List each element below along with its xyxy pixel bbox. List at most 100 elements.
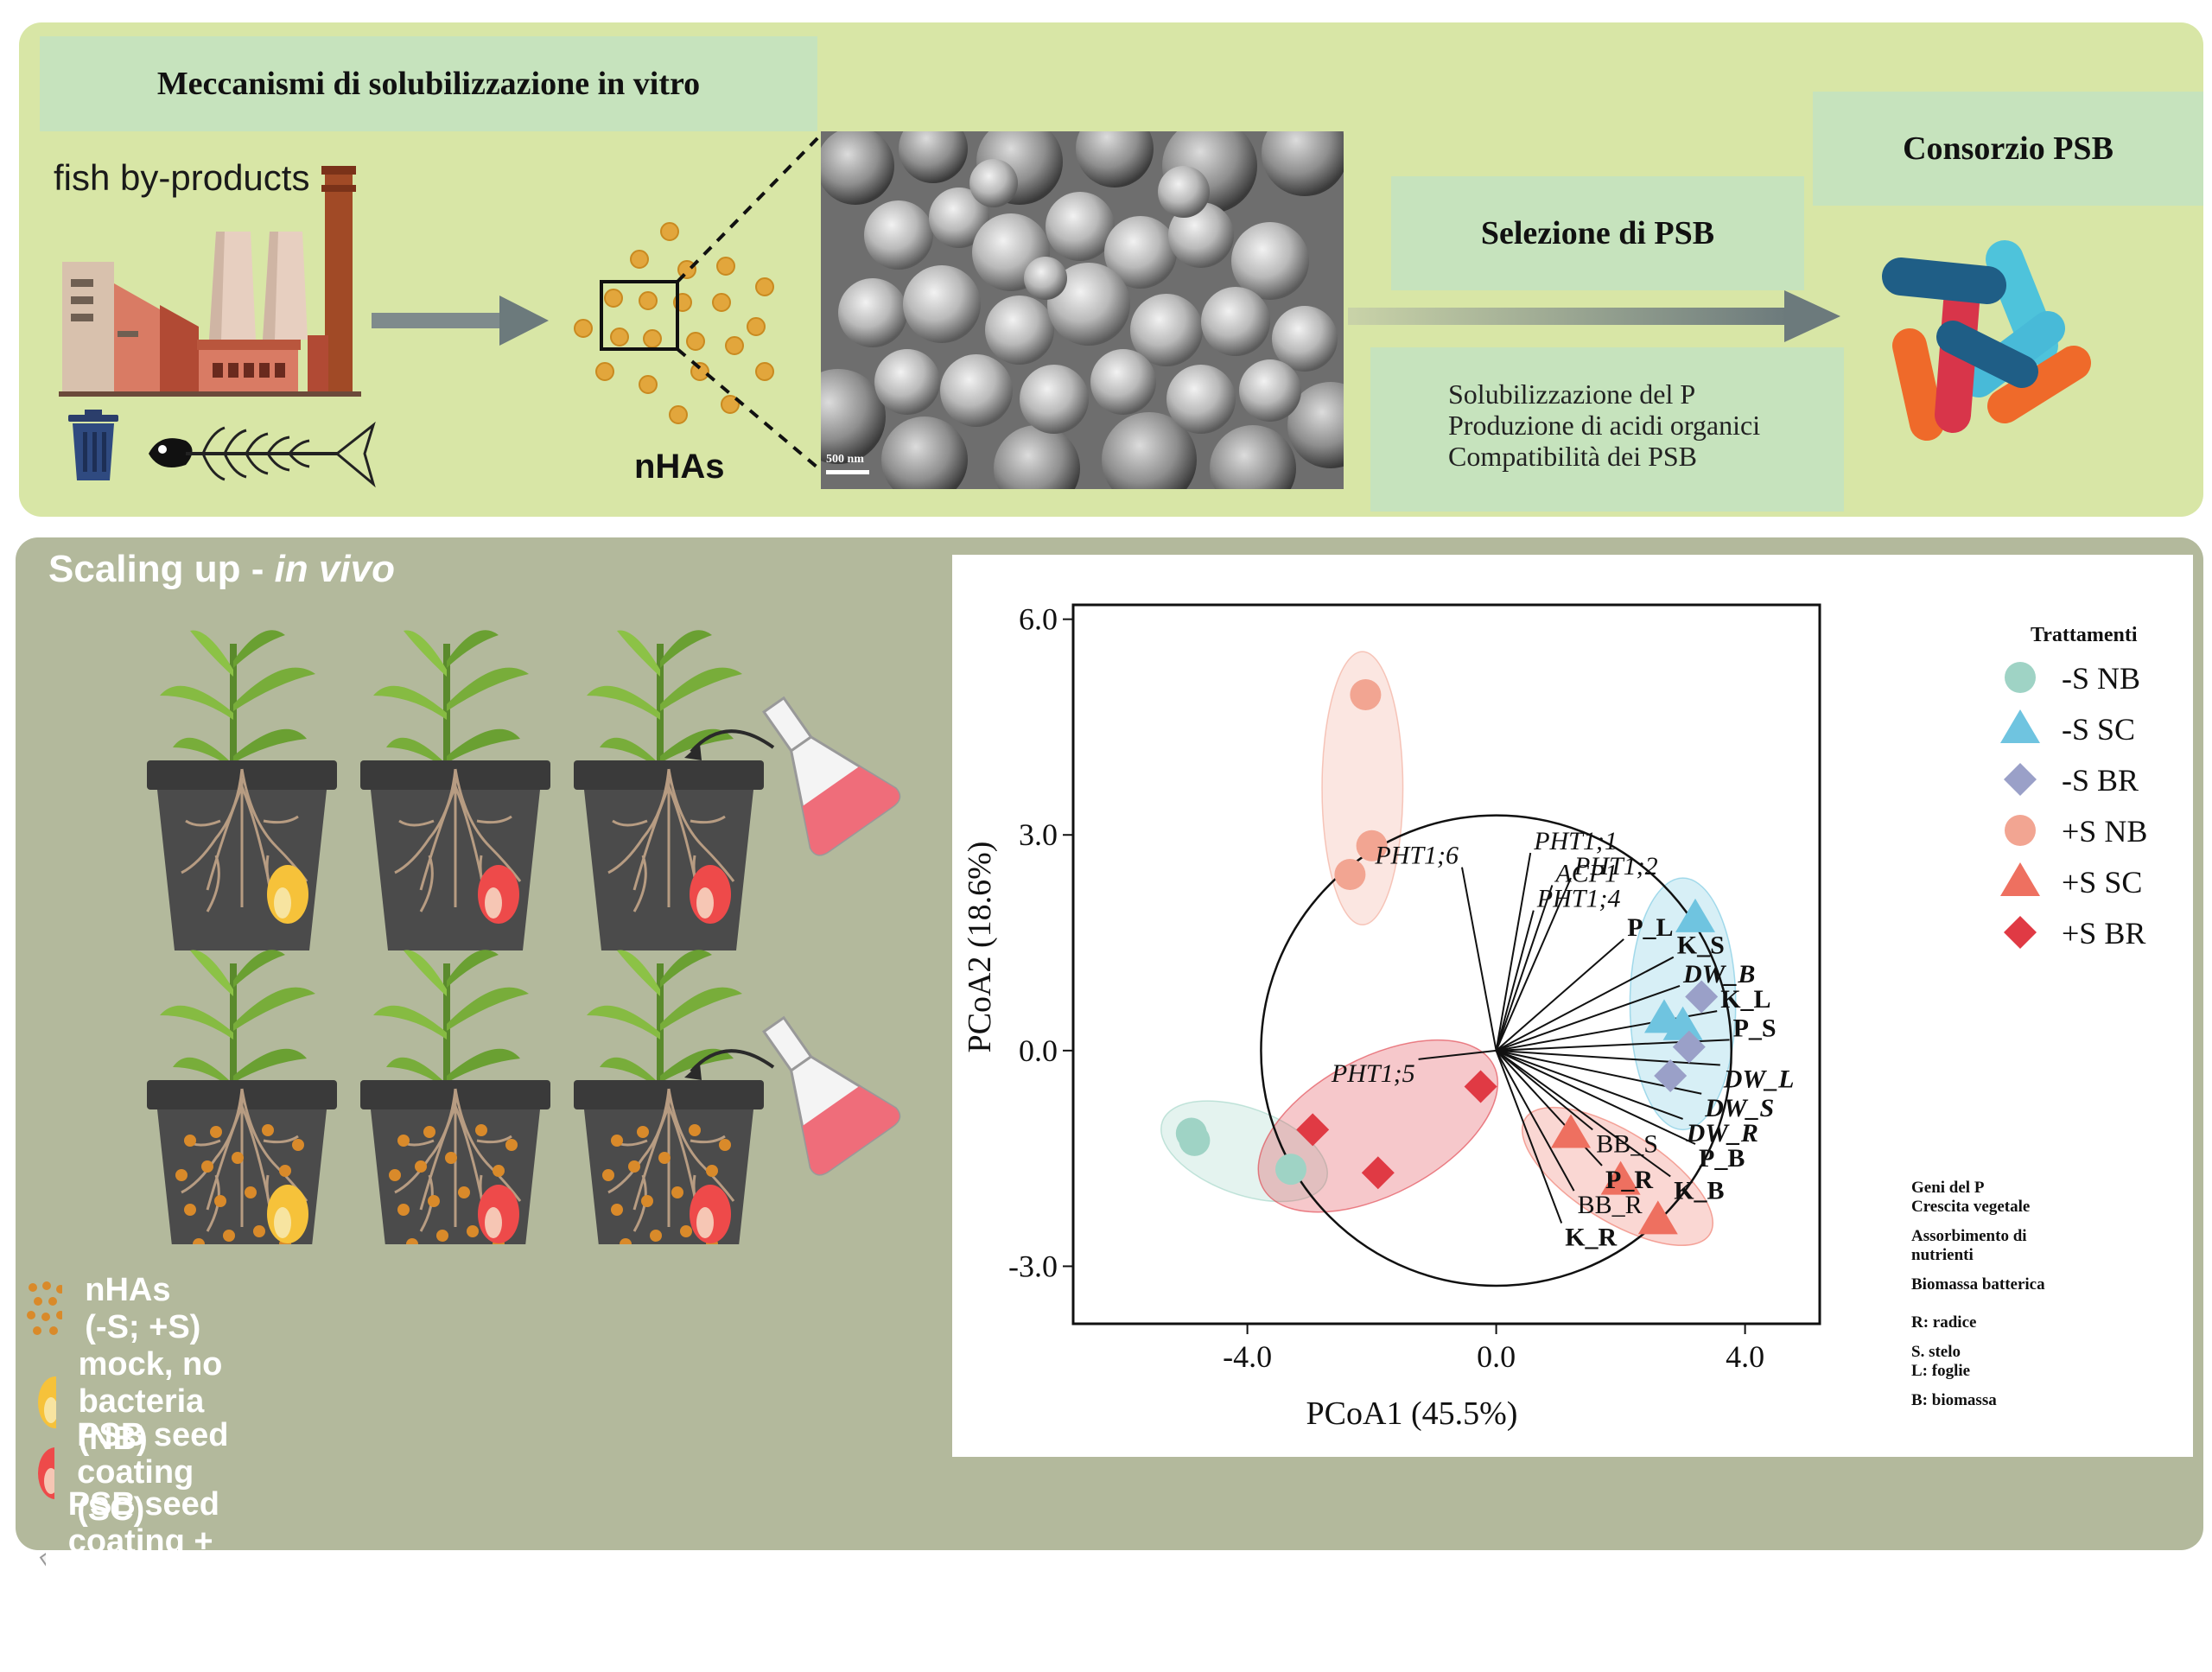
legend-item-sc: PSB seed coating (SC) bbox=[24, 1417, 232, 1529]
legend-item-br: PSB seed coating + PSB reinforce (BR) bbox=[24, 1486, 257, 1672]
red-seed-icon bbox=[38, 1446, 55, 1499]
loading-vector bbox=[1495, 885, 1554, 1052]
x-tick-label: 0.0 bbox=[1477, 1339, 1516, 1374]
loading-vector bbox=[1495, 877, 1572, 1052]
nhas-label: nHAs bbox=[634, 448, 725, 486]
vector-label: P_B bbox=[1699, 1144, 1745, 1173]
data-point bbox=[1179, 1124, 1211, 1156]
fish-skeleton-icon bbox=[149, 421, 376, 488]
criteria-item: Solubilizzazione del P bbox=[1448, 378, 1696, 410]
in-vivo-title-main: Scaling up - bbox=[48, 548, 275, 590]
vector-label: BB_S bbox=[1596, 1129, 1658, 1158]
note-line: S. stelo bbox=[1911, 1343, 1961, 1361]
plot-frame bbox=[1071, 603, 1821, 1326]
legend-title: Trattamenti bbox=[2031, 624, 2138, 646]
criteria-item: Compatibilità dei PSB bbox=[1448, 441, 1698, 472]
y-tick-label: -3.0 bbox=[1008, 1249, 1058, 1283]
vector-label: K_L bbox=[1720, 985, 1770, 1014]
legend-item-nhas: nHAs (-S; +S) bbox=[24, 1272, 201, 1346]
sem-scale-label: 500 nm bbox=[826, 453, 864, 466]
in-vivo-title-italic: in vivo bbox=[274, 548, 395, 590]
data-point bbox=[2005, 662, 2036, 693]
note-line: Crescita vegetale bbox=[1911, 1198, 2031, 1216]
data-point bbox=[1356, 830, 1388, 861]
note-line: Assorbimento di bbox=[1911, 1227, 2027, 1245]
nanoparticles-icon bbox=[27, 1281, 63, 1335]
psb-consortium-title: Consorzio PSB bbox=[1813, 92, 2203, 206]
loading-vector bbox=[1495, 1050, 1563, 1224]
legend-label: +S SC bbox=[2062, 865, 2142, 900]
arrow-to-consortium-icon bbox=[1348, 290, 1840, 342]
data-point bbox=[1551, 1114, 1591, 1148]
legend-label: mock, no bacteria (NB) bbox=[78, 1346, 223, 1457]
legend-label: -S BR bbox=[2062, 763, 2139, 798]
vector-label: P_S bbox=[1733, 1014, 1777, 1042]
vector-label: PHT1;6 bbox=[1374, 842, 1459, 870]
vector-label: P_L bbox=[1627, 913, 1673, 942]
loading-vector bbox=[1496, 1050, 1671, 1178]
data-point bbox=[1296, 1113, 1330, 1147]
loading-vector bbox=[1496, 1049, 1696, 1145]
loading-vector bbox=[1496, 1049, 1720, 1066]
in-vivo-title: Scaling up - in vivo bbox=[48, 548, 395, 591]
vector-label: DW_S bbox=[1704, 1094, 1774, 1122]
y-tick-label: 0.0 bbox=[1019, 1033, 1058, 1068]
vector-label: DW_B bbox=[1682, 960, 1755, 989]
data-point bbox=[2005, 815, 2036, 846]
vector-label: BB_R bbox=[1578, 1191, 1643, 1219]
loading-vector bbox=[1496, 956, 1675, 1052]
loading-vector bbox=[1495, 852, 1532, 1052]
data-point bbox=[1675, 898, 1715, 932]
data-point bbox=[2004, 763, 2037, 796]
legend-label: PSB seed coating + PSB reinforce (BR) bbox=[67, 1486, 219, 1671]
loading-vector bbox=[1495, 1050, 1575, 1192]
vector-label: PHT1;1 bbox=[1533, 827, 1618, 855]
trash-can-icon bbox=[68, 410, 118, 480]
fish-by-products-label: fish by-products bbox=[54, 157, 310, 198]
bacteria-consortium-icon bbox=[1882, 240, 2091, 441]
psb-selection-title: Selezione di PSB bbox=[1391, 176, 1804, 290]
factory-icon bbox=[59, 166, 361, 397]
pots-illustration bbox=[145, 618, 901, 1244]
y-tick-label: 3.0 bbox=[1019, 817, 1058, 852]
note-line: B: biomassa bbox=[1911, 1391, 1997, 1409]
data-point bbox=[1600, 1160, 1641, 1195]
legend-label: +S BR bbox=[2062, 916, 2145, 950]
loading-vector bbox=[1495, 938, 1624, 1052]
data-point bbox=[2004, 916, 2037, 949]
data-point bbox=[1350, 679, 1382, 710]
data-point bbox=[1464, 1070, 1497, 1103]
legend-label: +S NB bbox=[2062, 814, 2147, 849]
loading-vector bbox=[1418, 1049, 1497, 1060]
legend-label: -S SC bbox=[2062, 712, 2135, 747]
vector-label: PHT1;4 bbox=[1536, 885, 1621, 913]
data-point bbox=[1275, 1154, 1306, 1186]
loading-vector bbox=[1495, 910, 1535, 1052]
data-point bbox=[1637, 1200, 1678, 1235]
y-axis-label: PCoA2 (18.6%) bbox=[962, 842, 998, 1053]
vector-label: ACP1 bbox=[1554, 859, 1618, 887]
legend-label: -S NB bbox=[2062, 661, 2140, 696]
group-hull bbox=[1257, 1039, 1499, 1213]
note-line: Biomassa batterica bbox=[1911, 1275, 2045, 1294]
x-axis-label: PCoA1 (45.5%) bbox=[1306, 1395, 1518, 1432]
vector-label: DW_R bbox=[1686, 1119, 1758, 1148]
vector-label: K_R bbox=[1565, 1224, 1617, 1252]
legend-label: nHAs (-S; +S) bbox=[85, 1272, 201, 1345]
selection-criteria-box: Solubilizzazione del P Produzione di aci… bbox=[1370, 347, 1844, 512]
note-line: Geni del P bbox=[1911, 1179, 1985, 1197]
flask-icon bbox=[39, 1548, 46, 1576]
data-point bbox=[1654, 1059, 1688, 1092]
loading-circle bbox=[1260, 814, 1733, 1287]
vector-label: PHT1;5 bbox=[1331, 1059, 1415, 1088]
in-vitro-title: Meccanismi di solubilizzazione in vitro bbox=[40, 36, 817, 131]
zoom-lines bbox=[676, 131, 824, 474]
criteria-item: Produzione di acidi organici bbox=[1448, 410, 1761, 441]
note-line: R: radice bbox=[1911, 1313, 1977, 1332]
x-tick-label: -4.0 bbox=[1223, 1339, 1272, 1374]
vector-label: P_R bbox=[1605, 1166, 1653, 1194]
x-tick-label: 4.0 bbox=[1726, 1339, 1764, 1374]
legend-item-nb: mock, no bacteria (NB) bbox=[24, 1346, 242, 1458]
chart-notes: Geni del P Crescita vegetale Assorbiment… bbox=[1911, 1179, 2045, 1410]
